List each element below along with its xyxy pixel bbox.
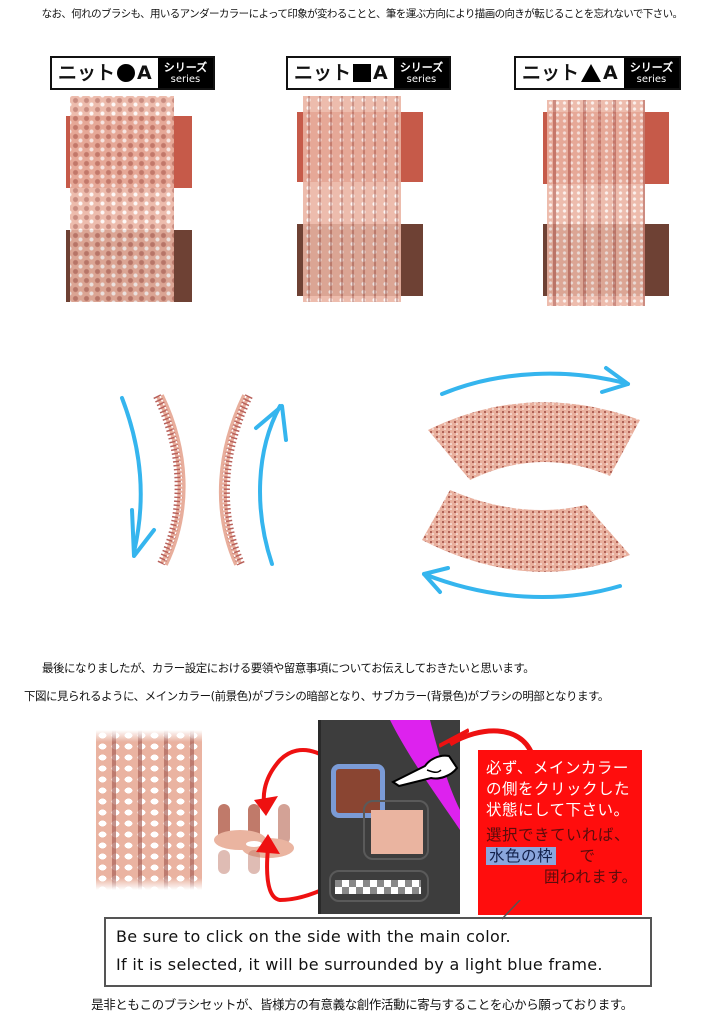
series-label-square: ニット A シリーズ series	[286, 56, 452, 90]
english-callout: Be sure to click on the side with the ma…	[104, 917, 652, 987]
series-label-triangle: ニット A シリーズ series	[514, 56, 682, 90]
square-icon	[353, 64, 372, 82]
series-tag: シリーズ series	[623, 58, 680, 88]
sub-color-frame	[363, 800, 429, 860]
knit-texture	[547, 100, 645, 306]
arrow-right-icon	[440, 366, 630, 396]
intro-text: なお、何れのブラシも、用いるアンダーカラーによって印象が変わることと、筆を運ぶ方…	[41, 8, 683, 20]
knit-sample-swatch	[96, 730, 202, 890]
series-name: ニット A	[294, 62, 388, 84]
vertical-stroke-demo	[120, 394, 288, 566]
series-name: ニット A	[522, 62, 618, 84]
main-color-swatch[interactable]	[331, 764, 385, 818]
sub-color-swatch[interactable]	[371, 810, 423, 854]
footer-text: 是非ともこのブラシセットが、皆様方の有意義な創作活動に寄与することを心から願って…	[91, 997, 633, 1012]
knit-texture	[303, 96, 401, 302]
swatch-knit-square	[297, 96, 423, 302]
horizontal-stroke-demo	[422, 366, 640, 600]
color-palette-panel	[318, 720, 469, 914]
section2-line2: 下図に見られるように、メインカラー(前景色)がブラシの暗部となり、サブカラー(背…	[24, 689, 609, 703]
light-blue-frame-highlight: 水色の枠	[486, 847, 557, 865]
series-name: ニット A	[58, 62, 152, 84]
swatch-knit-triangle	[543, 100, 669, 306]
series-tag: シリーズ series	[393, 58, 450, 88]
arrow-left-icon	[422, 566, 622, 600]
series-tag: シリーズ series	[157, 58, 214, 88]
section2-line1: 最後になりましたが、カラー設定における要領や留意事項についてお伝えしておきたいと…	[42, 661, 535, 675]
transparent-checker	[335, 880, 421, 894]
instruction-note: 必ず、メインカラー の側をクリックした 状態にして下さい。 選択できていれば、 …	[478, 750, 642, 915]
note-connector	[448, 728, 535, 756]
swatch-knit-circle	[66, 96, 192, 302]
callout-pointer	[501, 900, 521, 920]
circle-icon	[117, 64, 136, 82]
series-label-circle: ニット A シリーズ series	[50, 56, 216, 90]
arrow-down-icon	[120, 396, 156, 558]
knit-texture	[70, 96, 174, 302]
arrow-up-icon	[254, 404, 288, 566]
red-line-to-note	[439, 728, 469, 748]
triangle-icon	[581, 64, 602, 82]
pointing-hand-icon	[391, 754, 459, 788]
